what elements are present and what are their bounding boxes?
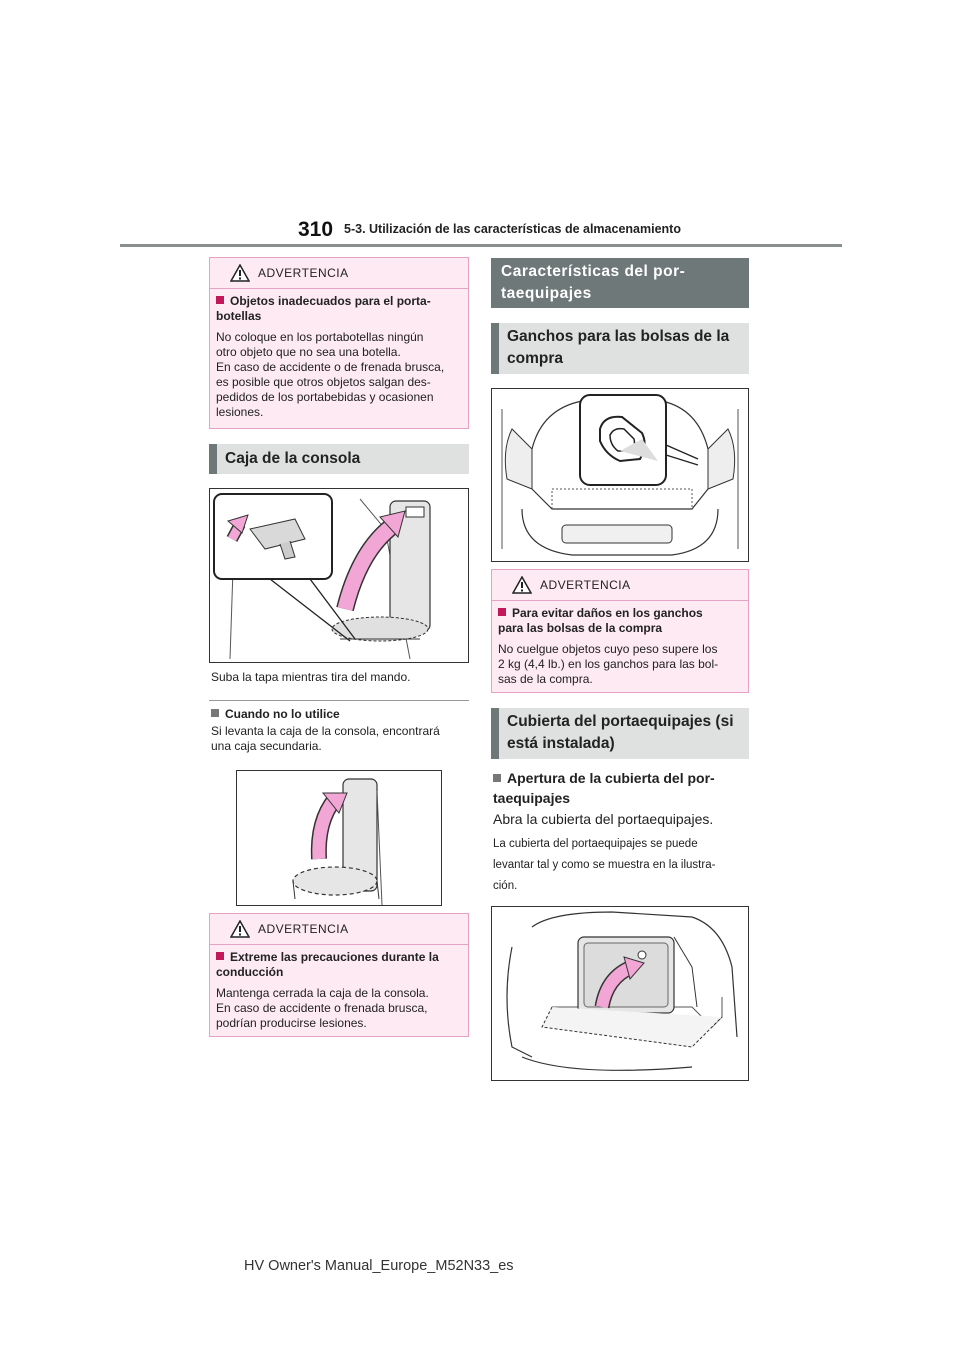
warning-box-hooks: ADVERTENCIA Para evitar daños en los gan…	[491, 569, 749, 693]
note-open-cover: La cubierta del portaequipajes se puede …	[493, 838, 716, 892]
warning-header: ADVERTENCIA	[492, 570, 748, 601]
warning-box-bottle-holder: ADVERTENCIA Objetos inadecuados para el …	[209, 257, 469, 429]
warning-body: No cuelgue objetos cuyo peso supere los …	[498, 642, 719, 686]
warning-triangle-icon	[230, 920, 250, 938]
warning-triangle-icon	[230, 264, 250, 282]
warning-subtitle: Para evitar daños en los ganchos para la…	[498, 606, 703, 635]
chapter-title: 5-3. Utilización de las características …	[344, 222, 681, 236]
section-header-luggage-cover: Cubierta del portaequipajes (si está ins…	[491, 708, 749, 759]
sub-body-when-unused: Si levanta la caja de la consola, encont…	[211, 724, 440, 753]
bullet-square-icon	[498, 608, 506, 616]
shopping-hooks-illustration	[491, 388, 749, 562]
bullet-square-icon	[216, 296, 224, 304]
warning-body: Mantenga cerrada la caja de la consola. …	[216, 986, 429, 1030]
bullet-square-icon	[211, 709, 219, 717]
sub-heading-when-unused: Cuando no lo utilice	[211, 707, 471, 722]
warning-body: No coloque en los portabotellas ningún o…	[216, 330, 445, 419]
warning-triangle-icon	[512, 576, 532, 594]
bullet-square-icon	[493, 774, 501, 782]
header-rule	[120, 244, 842, 247]
console-caption: Suba la tapa mientras tira del mando.	[211, 670, 411, 684]
section-header-shopping-hooks: Ganchos para las bolsas de la compra	[491, 323, 749, 374]
warning-title: ADVERTENCIA	[258, 266, 349, 280]
luggage-cover-illustration	[491, 906, 749, 1081]
page-number: 310	[298, 218, 334, 241]
warning-title: ADVERTENCIA	[540, 578, 631, 592]
secondary-box-illustration	[236, 770, 442, 906]
warning-box-driving: ADVERTENCIA Extreme las precauciones dur…	[209, 913, 469, 1037]
warning-subtitle: Extreme las precauciones durante la cond…	[216, 950, 439, 979]
main-section-header: Características del por- taequipajes	[491, 258, 749, 308]
section-title: Cubierta del portaequipajes (si está ins…	[507, 713, 734, 752]
warning-title: ADVERTENCIA	[258, 922, 349, 936]
bullet-square-icon	[216, 952, 224, 960]
sub-body-open-cover: Abra la cubierta del portaequipajes.	[493, 811, 714, 827]
section-title: Caja de la consola	[225, 450, 361, 467]
warning-header: ADVERTENCIA	[210, 258, 468, 289]
sub-heading-open-cover: Apertura de la cubierta del por- taequip…	[493, 770, 715, 806]
main-section-title: Características del por- taequipajes	[501, 263, 686, 302]
warning-header: ADVERTENCIA	[210, 914, 468, 945]
warning-subtitle: Objetos inadecuados para el porta- botel…	[216, 294, 431, 323]
section-header-console-box: Caja de la consola	[209, 444, 469, 474]
footer-manual-id: HV Owner's Manual_Europe_M52N33_es	[244, 1258, 514, 1274]
section-title: Ganchos para las bolsas de la compra	[507, 328, 730, 367]
console-box-illustration	[209, 488, 469, 663]
divider	[209, 700, 469, 701]
